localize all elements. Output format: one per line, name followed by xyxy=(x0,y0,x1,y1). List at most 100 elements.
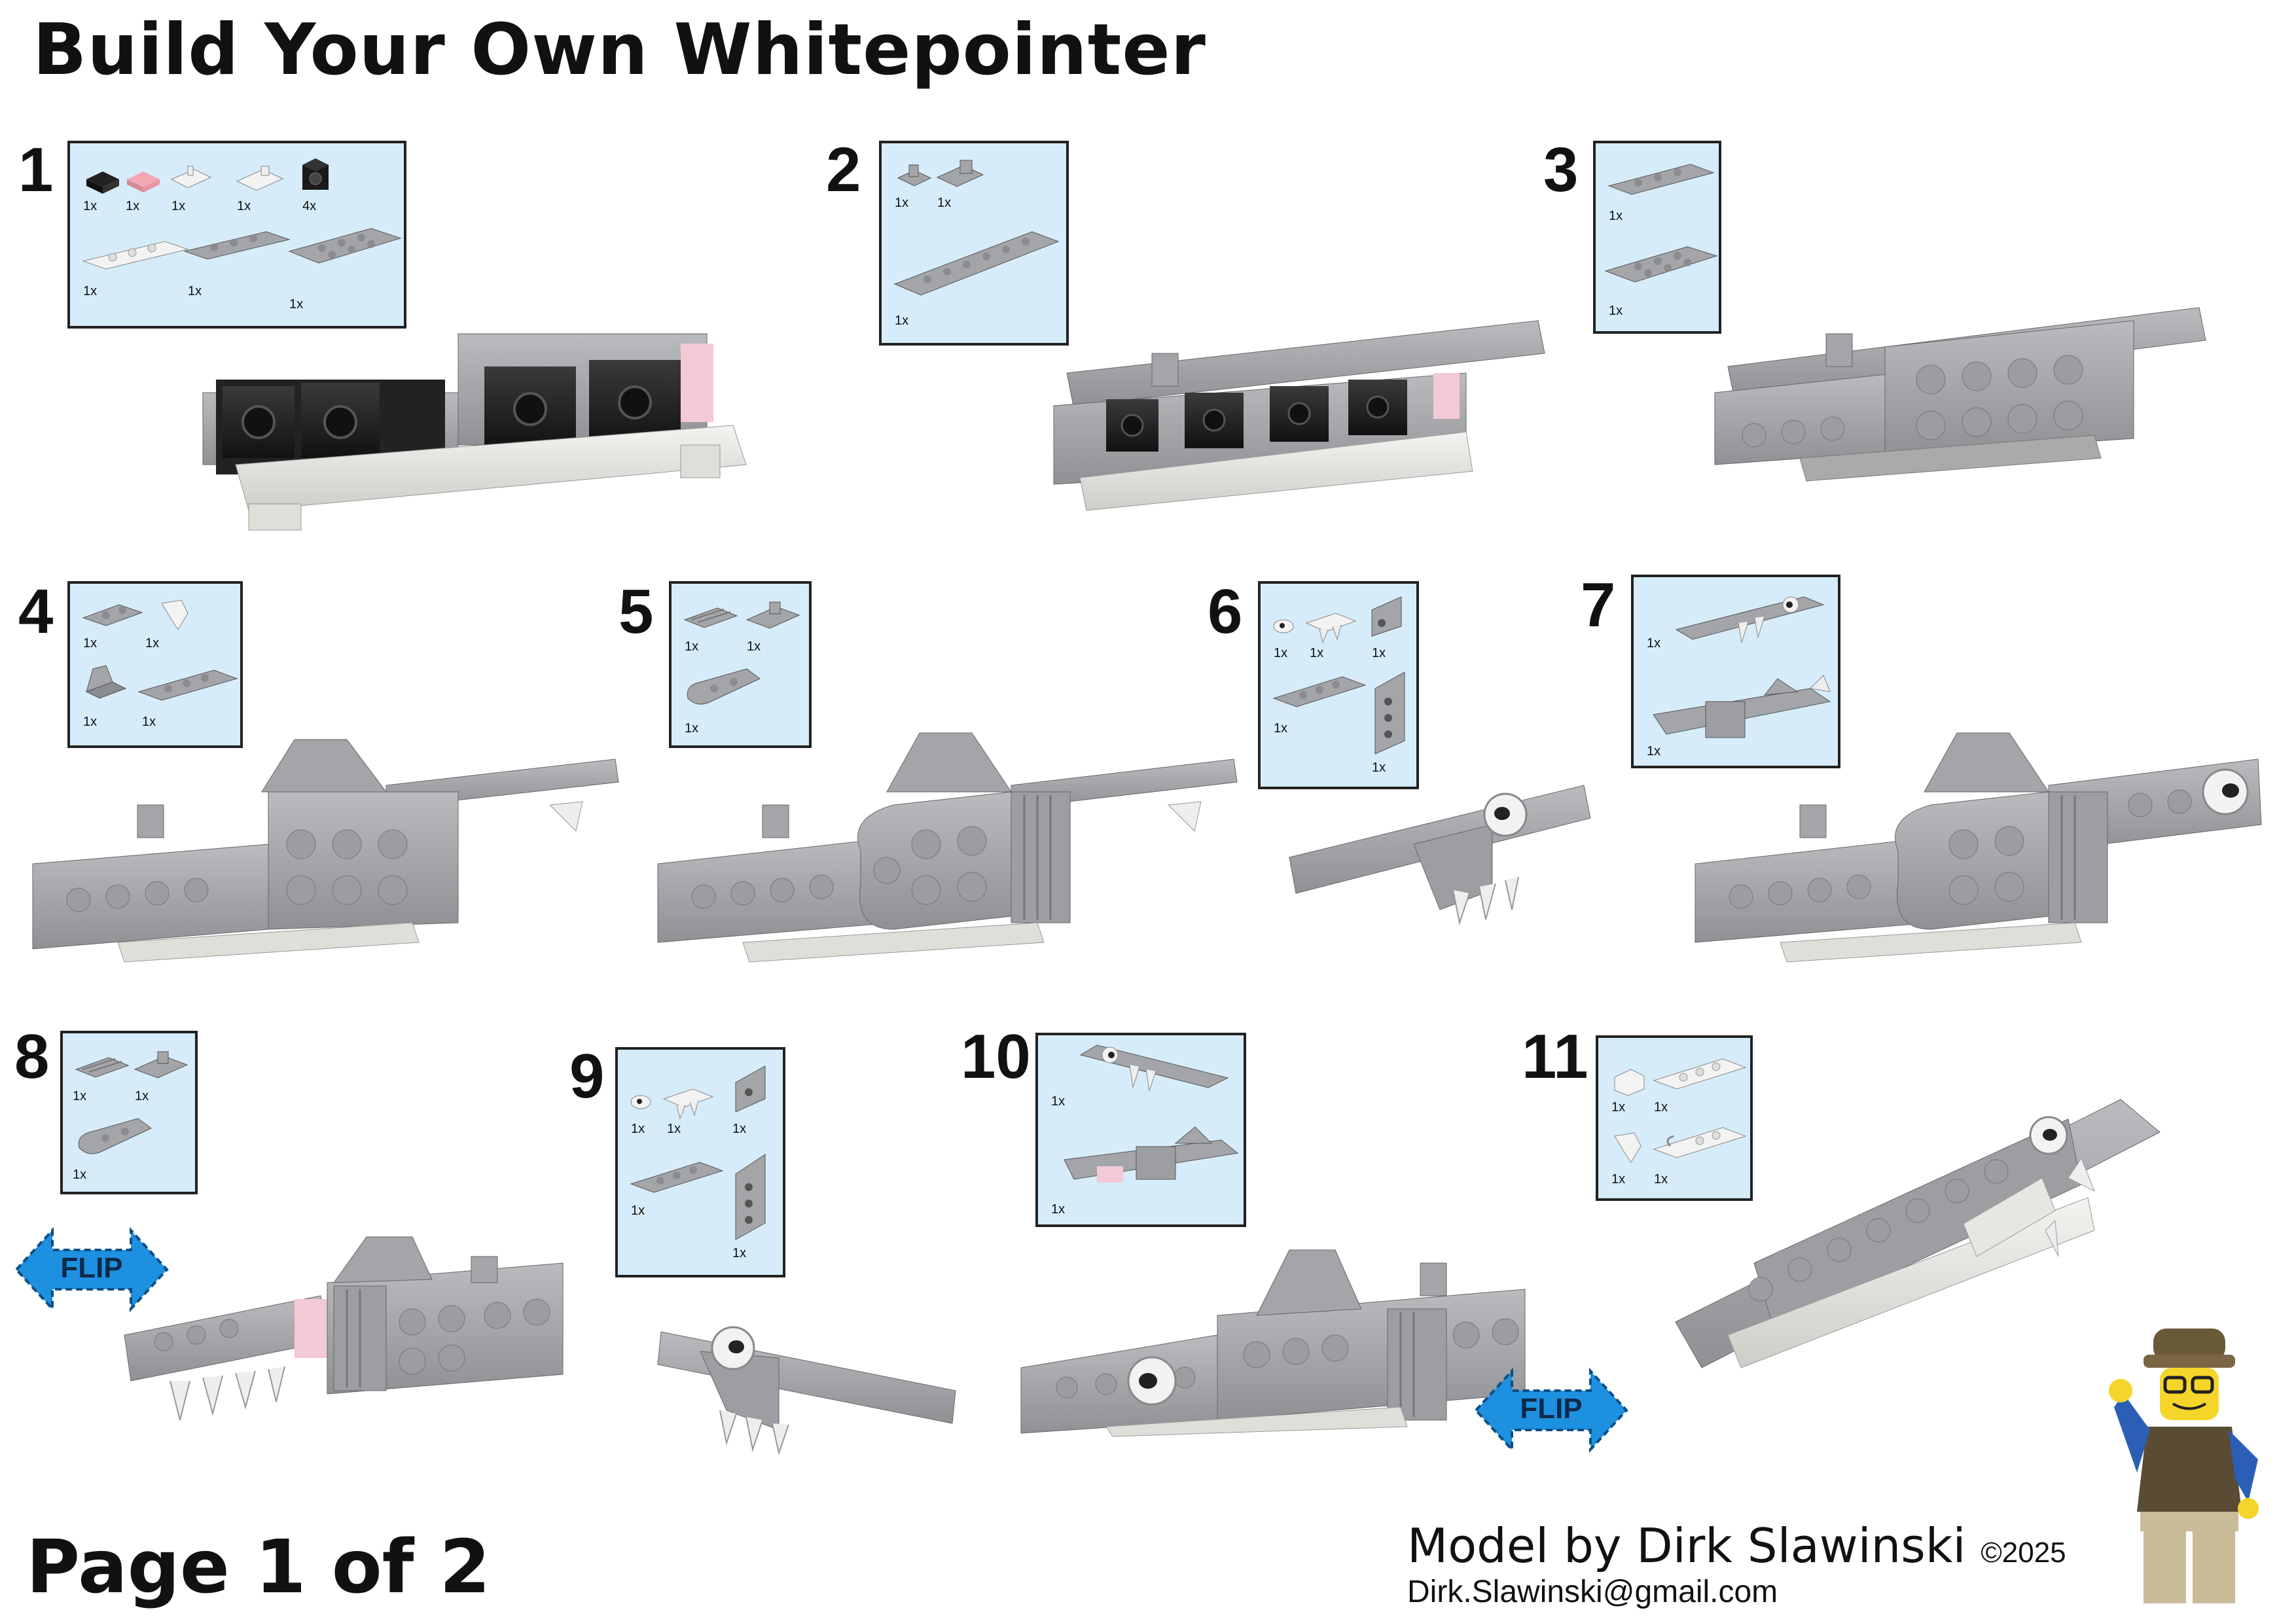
quantity-label: 1x xyxy=(732,1246,747,1260)
part-icon xyxy=(82,241,189,270)
step-8-assembly xyxy=(124,1236,564,1421)
part-icon xyxy=(735,1154,766,1240)
page-title: Build Your Own Whitepointer xyxy=(33,9,1206,91)
quantity-label: 1x xyxy=(1372,646,1386,660)
step-10-assembly xyxy=(1020,1249,1526,1437)
part-icon xyxy=(1273,619,1294,633)
parts-panel: 1x 1x 1x 1x 4x 1x 1x 1x xyxy=(67,141,406,329)
part-icon xyxy=(1305,613,1357,644)
parts-panel: 1x 1x 1x xyxy=(669,581,812,748)
part-icon xyxy=(161,599,188,630)
part-icon xyxy=(1374,671,1405,755)
part-icon xyxy=(683,607,738,628)
step-number: 3 xyxy=(1543,135,1579,205)
step-number: 2 xyxy=(826,135,861,205)
quantity-label: 1x xyxy=(732,1122,747,1136)
step-3-assembly xyxy=(1714,307,2206,482)
quantity-label: 1x xyxy=(1647,636,1661,651)
quantity-label: 1x xyxy=(631,1204,645,1218)
quantity-label: 1x xyxy=(142,715,156,729)
author-email: Dirk.Slawinski@gmail.com xyxy=(1407,1575,1778,1609)
quantity-label: 1x xyxy=(83,715,98,729)
quantity-label: 1x xyxy=(895,313,909,328)
part-icon xyxy=(86,171,119,194)
parts-panel: 1x 1x xyxy=(1593,141,1721,334)
step-number: 1 xyxy=(18,135,54,205)
quantity-label: 1x xyxy=(73,1168,87,1182)
quantity-label: 1x xyxy=(73,1089,87,1103)
part-icon xyxy=(1653,675,1831,738)
parts-panel: 1x 1x 1x 1x 1x xyxy=(1258,581,1419,789)
part-icon xyxy=(893,231,1060,296)
part-icon xyxy=(1653,1058,1747,1090)
quantity-label: 1x xyxy=(1611,1172,1626,1186)
part-icon xyxy=(687,668,761,705)
part-icon xyxy=(183,231,291,260)
flip-label: FLIP xyxy=(60,1252,122,1284)
step-2-assembly xyxy=(1053,320,1545,511)
part-icon xyxy=(1604,246,1718,283)
part-icon xyxy=(82,604,143,626)
quantity-label: 1x xyxy=(685,721,699,736)
parts-panel: 1x 1x 1x xyxy=(60,1031,198,1194)
quantity-label: 1x xyxy=(937,196,952,210)
quantity-label: 1x xyxy=(1372,760,1386,775)
quantity-label: 1x xyxy=(1611,1100,1626,1115)
credit-text: Model by Dirk Slawinski xyxy=(1407,1518,1966,1573)
quantity-label: 1x xyxy=(1274,721,1288,736)
part-icon xyxy=(127,171,160,192)
part-icon xyxy=(134,1051,188,1079)
part-icon xyxy=(1607,164,1715,195)
part-icon xyxy=(85,665,127,699)
quantity-label: 1x xyxy=(145,636,160,651)
step-number: 11 xyxy=(1522,1022,1588,1092)
parts-panel: 1x 1x 1x 1x 1x xyxy=(615,1047,785,1277)
part-icon xyxy=(662,1088,714,1120)
model-credit: Model by Dirk Slawinski ©2025 xyxy=(1407,1518,2066,1573)
parts-panel: 1x 1x xyxy=(1035,1033,1246,1227)
part-icon xyxy=(1614,1132,1641,1163)
quantity-label: 1x xyxy=(1051,1202,1066,1217)
parts-panel: 1x 1x 1x 1x xyxy=(67,581,243,748)
quantity-label: 1x xyxy=(126,199,140,213)
part-icon xyxy=(735,1065,766,1113)
step-7-assembly xyxy=(1695,732,2262,963)
quantity-label: 1x xyxy=(289,297,304,312)
quantity-label: 1x xyxy=(1051,1094,1066,1109)
quantity-label: 1x xyxy=(747,639,761,654)
step-4-assembly xyxy=(32,739,619,963)
quantity-label: 1x xyxy=(1609,209,1623,223)
quantity-label: 1x xyxy=(1609,304,1623,318)
part-icon xyxy=(1064,1126,1239,1183)
part-icon xyxy=(1371,596,1402,637)
step-number: 4 xyxy=(18,577,54,647)
quantity-label: 1x xyxy=(631,1122,645,1136)
flip-label: FLIP xyxy=(1520,1393,1582,1425)
part-icon xyxy=(1079,1044,1229,1092)
step-number: 7 xyxy=(1581,570,1616,640)
quantity-label: 4x xyxy=(302,199,317,213)
page-indicator: Page 1 of 2 xyxy=(26,1525,491,1610)
quantity-label: 1x xyxy=(685,639,699,654)
part-icon xyxy=(630,1095,651,1109)
minifigure-mascot xyxy=(2109,1329,2259,1603)
copyright-text: ©2025 xyxy=(1981,1537,2066,1569)
part-icon xyxy=(1272,676,1367,707)
quantity-label: 1x xyxy=(1274,646,1288,660)
part-icon xyxy=(630,1162,724,1193)
step-1-assembly xyxy=(202,333,747,531)
quantity-label: 1x xyxy=(1310,646,1324,660)
quantity-label: 1x xyxy=(135,1089,149,1103)
part-icon xyxy=(1675,596,1825,643)
parts-panel: 1x 1x 1x xyxy=(879,141,1069,346)
part-icon xyxy=(302,158,329,190)
quantity-label: 1x xyxy=(171,199,186,213)
step-number: 9 xyxy=(569,1041,605,1111)
step-number: 10 xyxy=(961,1022,1031,1092)
part-icon xyxy=(170,166,212,188)
part-icon xyxy=(745,601,800,629)
quantity-label: 1x xyxy=(1647,744,1661,758)
part-icon xyxy=(897,164,932,187)
part-icon xyxy=(288,228,402,264)
part-icon xyxy=(236,166,284,191)
